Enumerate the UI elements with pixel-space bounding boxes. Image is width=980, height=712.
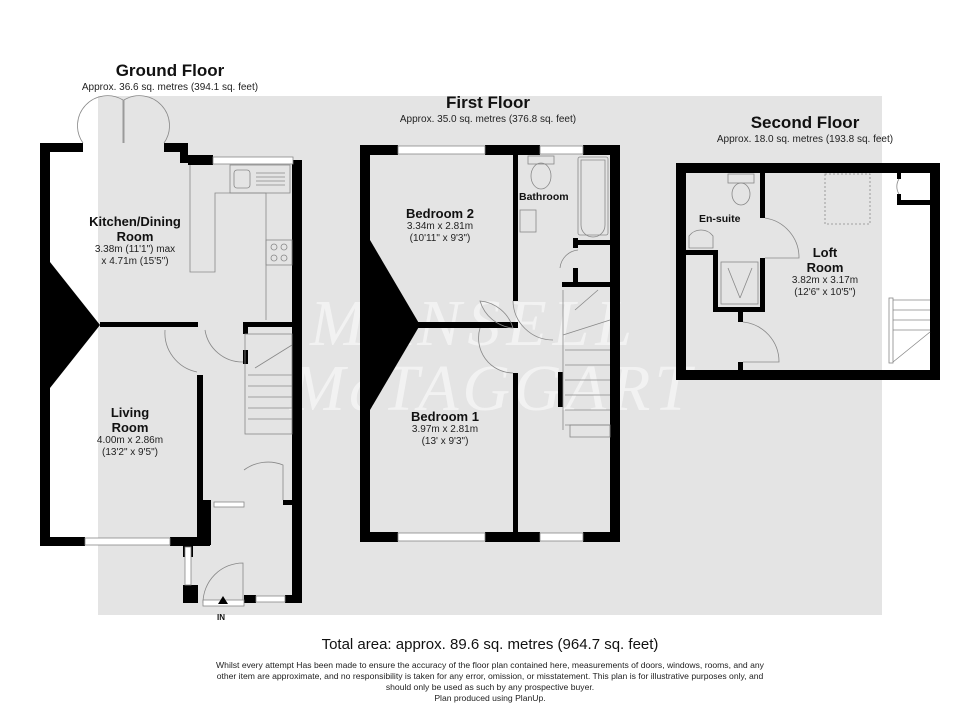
room-name: Living [110, 405, 150, 420]
first-floor-plan [360, 145, 620, 542]
room-label-kitchen-dining: Kitchen/Dining Room 3.38m (11'1") max x … [60, 214, 210, 268]
room-name: Room [806, 260, 844, 275]
disclaimer-line: Whilst every attempt Has been made to en… [216, 660, 764, 670]
room-dimensions: 3.34m x 2.81m [406, 221, 474, 232]
room-name: Kitchen/Dining [89, 214, 181, 229]
room-name: Room [116, 229, 154, 244]
room-dimensions: (12'6" x 10'5") [794, 287, 856, 298]
first-floor-title: First Floor [445, 93, 531, 112]
background-panel [98, 96, 882, 615]
room-name: Bedroom 1 [411, 409, 479, 424]
first-floor-area: Approx. 35.0 sq. metres (376.8 sq. feet) [399, 114, 577, 125]
room-dimensions: (13'2" x 9'5") [102, 447, 158, 458]
second-floor-area: Approx. 18.0 sq. metres (193.8 sq. feet) [716, 134, 894, 145]
plan-credit: Plan produced using PlanUp. [434, 693, 546, 703]
disclaimer: Whilst every attempt Has been made to en… [110, 660, 870, 704]
room-dimensions: 3.97m x 2.81m [411, 424, 479, 435]
entrance-label: IN [217, 613, 225, 622]
disclaimer-line: should only be used as such by any prosp… [385, 682, 595, 692]
room-label-bedroom-2: Bedroom 2 3.34m x 2.81m (10'11" x 9'3") [375, 206, 505, 245]
room-dimensions: (13' x 9'3") [421, 436, 469, 447]
room-dimensions: x 4.71m (15'5") [101, 256, 169, 267]
disclaimer-line: other item are approximate, and no respo… [216, 671, 764, 681]
ground-floor-area: Approx. 36.6 sq. metres (394.1 sq. feet) [81, 82, 259, 93]
room-label-bedroom-1: Bedroom 1 3.97m x 2.81m (13' x 9'3") [375, 409, 515, 448]
second-floor-plan [676, 163, 940, 380]
room-dimensions: 3.38m (11'1") max [94, 244, 176, 255]
room-label-loft-room: Loft Room 3.82m x 3.17m (12'6" x 10'5") [770, 245, 880, 299]
room-name: Loft [812, 245, 838, 260]
room-label-en-suite: En-suite [699, 213, 741, 225]
total-area: Total area: approx. 89.6 sq. metres (964… [321, 636, 659, 653]
second-floor-title: Second Floor [750, 113, 860, 132]
room-label-bathroom: Bathroom [519, 191, 569, 203]
room-name: Bedroom 2 [406, 206, 474, 221]
ground-floor-plan [40, 95, 302, 607]
room-dimensions: (10'11" x 9'3") [409, 233, 471, 244]
watermark: MANSELL McTAGGART [289, 287, 691, 425]
room-dimensions: 4.00m x 2.86m [96, 435, 164, 446]
room-label-living-room: Living Room 4.00m x 2.86m (13'2" x 9'5") [60, 405, 200, 459]
ground-floor-title: Ground Floor [115, 61, 225, 80]
room-dimensions: 3.82m x 3.17m [791, 275, 859, 286]
room-name: Room [111, 420, 149, 435]
